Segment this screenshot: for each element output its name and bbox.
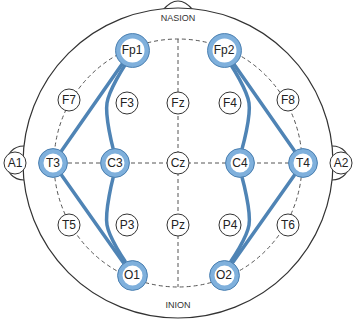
highlight-ring-edge <box>289 149 318 178</box>
electrode: Fp2 <box>207 33 242 68</box>
dashed-circumference <box>54 39 302 287</box>
electrode: A1 <box>3 151 27 175</box>
highlight-ring-edge <box>207 33 241 67</box>
electrode-label: C3 <box>107 157 122 169</box>
highlight-ring-edge <box>101 149 130 178</box>
electrode-circle <box>167 92 189 114</box>
electrode-label: Fp1 <box>122 44 143 56</box>
electrode-circle <box>116 214 138 236</box>
electrode: Cz <box>166 151 190 175</box>
electrode-label: O1 <box>124 269 140 281</box>
electrode: T6 <box>276 213 300 237</box>
electrode-label: T3 <box>46 157 60 169</box>
electrode: C3 <box>100 148 130 178</box>
highlight-ring-edge <box>226 149 255 178</box>
highlight-ring <box>103 151 127 175</box>
electrode-label: Cz <box>171 157 186 169</box>
electrode: F4 <box>218 91 242 115</box>
electrode-label: P4 <box>223 219 238 231</box>
head-outline <box>23 8 333 318</box>
electrode: Fp1 <box>115 33 150 68</box>
electrode-circle <box>167 214 189 236</box>
electrode: O1 <box>117 260 148 291</box>
electrode: T5 <box>57 213 81 237</box>
montage-connector <box>62 175 123 262</box>
electrode: C4 <box>225 148 255 178</box>
electrode: F7 <box>57 88 81 112</box>
electrode-label: F8 <box>281 94 295 106</box>
electrode: Pz <box>166 213 190 237</box>
electrode-label: P3 <box>120 219 135 231</box>
left-ear <box>7 146 24 180</box>
highlight-ring-edge <box>39 149 68 178</box>
electrode-circle <box>167 152 189 174</box>
electrode-circle <box>4 152 26 174</box>
electrode-label: A1 <box>8 157 23 169</box>
highlight-ring <box>41 151 65 175</box>
electrode-circle <box>219 214 241 236</box>
electrode: F3 <box>115 91 139 115</box>
right-ear <box>332 146 349 180</box>
electrode-circle <box>219 92 241 114</box>
landmark-label: NASION <box>160 14 197 24</box>
highlight-ring-edge <box>117 260 147 290</box>
highlight-ring <box>120 263 145 288</box>
highlight-ring-edge <box>209 260 239 290</box>
electrode: P4 <box>218 213 242 237</box>
electrode: Fz <box>166 91 190 115</box>
electrode-label: F3 <box>120 97 134 109</box>
electrode-label: O2 <box>216 269 232 281</box>
highlight-ring <box>291 151 315 175</box>
landmark-label: INION <box>164 301 191 311</box>
electrode-circle <box>58 89 80 111</box>
electrode: A2 <box>329 151 353 175</box>
electrode-label: Fp2 <box>214 44 235 56</box>
electrode-circle <box>277 89 299 111</box>
electrode-label: F7 <box>62 94 76 106</box>
electrode: T3 <box>38 148 68 178</box>
electrode-circle <box>116 92 138 114</box>
electrode: T4 <box>288 148 318 178</box>
electrode: P3 <box>115 213 139 237</box>
highlight-ring-edge <box>115 33 149 67</box>
electrode-label: T5 <box>62 219 76 231</box>
electrode-label: Pz <box>171 219 185 231</box>
electrode-label: F4 <box>223 97 237 109</box>
electrode-label: Fz <box>171 97 184 109</box>
electrode-circle <box>277 214 299 236</box>
electrode-label: T6 <box>281 219 295 231</box>
electrode: F8 <box>276 88 300 112</box>
highlight-ring <box>118 36 147 65</box>
electrode-label: T4 <box>296 157 310 169</box>
electrode: O2 <box>209 260 240 291</box>
electrode-circle <box>330 152 352 174</box>
highlight-ring <box>212 263 237 288</box>
electrode-label: C4 <box>232 157 247 169</box>
highlight-ring <box>228 151 252 175</box>
highlight-ring <box>210 36 239 65</box>
electrode-circle <box>58 214 80 236</box>
montage-connector <box>233 175 294 262</box>
electrode-label: A2 <box>334 157 349 169</box>
